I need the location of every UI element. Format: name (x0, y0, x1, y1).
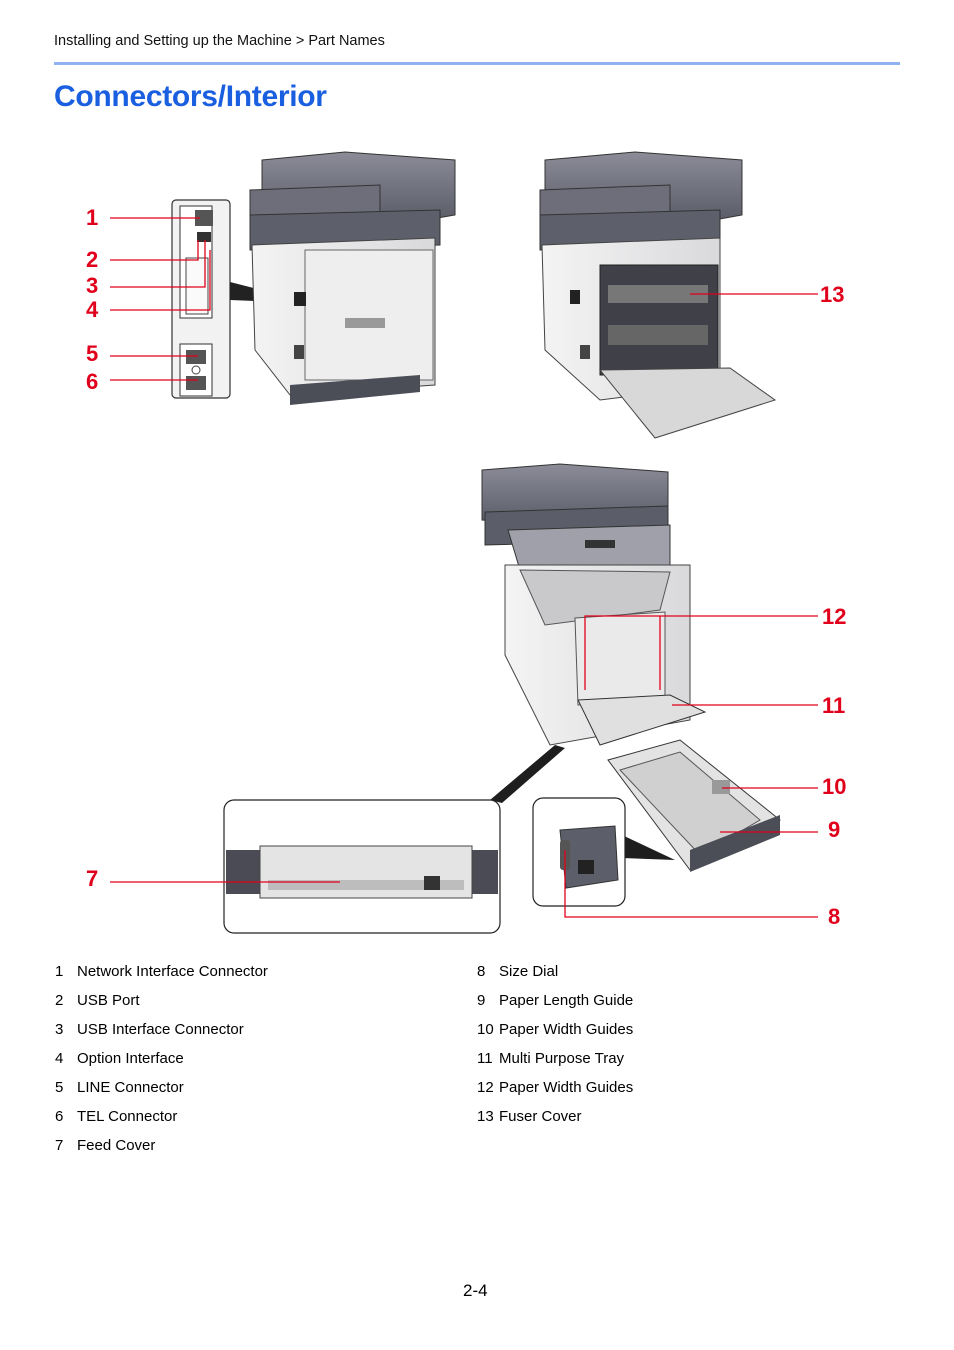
paper-width-guide-shape (712, 780, 730, 794)
callout-7: 7 (86, 866, 99, 891)
header-rule (54, 62, 900, 65)
callout-2: 2 (86, 247, 99, 272)
option-interface-slot (185, 257, 209, 315)
callout-6: 6 (86, 369, 99, 394)
connector-panel-view (171, 199, 285, 399)
callout-1: 1 (86, 205, 99, 230)
machine-illustration (110, 151, 818, 934)
callout-4: 4 (86, 297, 99, 322)
printer-front-view (481, 463, 707, 746)
usb-port-icon (197, 232, 211, 242)
tel-port-icon (186, 376, 206, 390)
printer-rear-view (249, 151, 456, 405)
breadcrumb: Installing and Setting up the Machine > … (54, 33, 385, 49)
printer-rear-open-view (539, 151, 777, 439)
feed-cover-inset (223, 799, 501, 934)
fuser-cover-shape (608, 285, 708, 303)
callout-11: 11 (822, 693, 846, 718)
callout-13: 13 (820, 282, 845, 307)
size-dial-inset (532, 797, 626, 907)
line-port-icon (186, 350, 206, 364)
paper-cassette-view (607, 739, 781, 872)
page-number: 2-4 (463, 1281, 488, 1300)
callout-8: 8 (828, 904, 841, 929)
callout-10: 10 (822, 774, 847, 799)
callout-12: 12 (822, 604, 847, 629)
callout-3: 3 (86, 273, 99, 298)
network-port-icon (195, 210, 213, 226)
callout-5: 5 (86, 341, 99, 366)
callout-leaders (110, 217, 818, 918)
page-title: Connectors/Interior (54, 80, 327, 113)
callout-9: 9 (828, 817, 841, 842)
